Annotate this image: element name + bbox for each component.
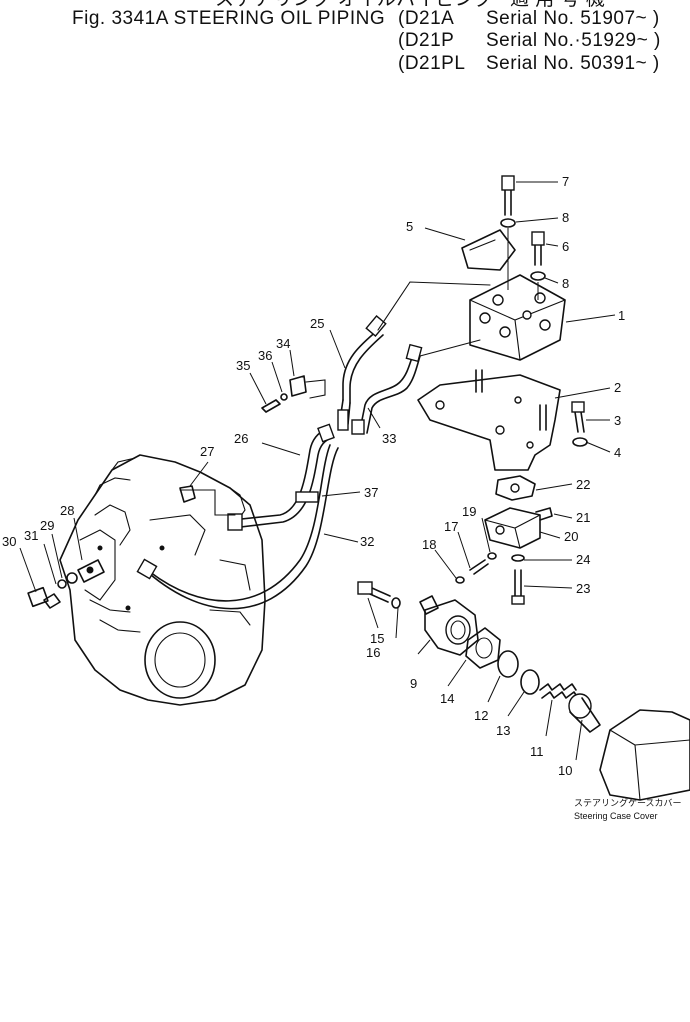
callout-32: 32	[360, 534, 374, 549]
callout-25: 25	[310, 316, 324, 331]
steering-valve	[461, 175, 566, 361]
model-1: (D21A	[398, 8, 454, 29]
callout-15: 15	[370, 631, 384, 646]
callout-9: 9	[410, 676, 417, 691]
callout-27: 27	[200, 444, 214, 459]
caption-en: Steering Case Cover	[574, 811, 658, 821]
callout-37: 37	[364, 485, 378, 500]
callout-leaders	[19, 181, 616, 761]
callout-numbers: 1 2 3 4 5 6 7 8 8 9 10 11 12 13 14 15 16…	[2, 174, 625, 778]
callout-1: 1	[618, 308, 625, 323]
model-2: (D21P	[398, 30, 454, 51]
callout-8b: 8	[562, 276, 569, 291]
callout-36: 36	[258, 348, 272, 363]
callout-29: 29	[40, 518, 54, 533]
callout-11: 11	[530, 744, 544, 759]
steering-case-cover-caption: ステアリングケースカバー Steering Case Cover	[574, 797, 682, 821]
callout-16: 16	[366, 645, 380, 660]
tubes	[337, 281, 491, 435]
callout-7: 7	[562, 174, 569, 189]
callout-5: 5	[406, 219, 413, 234]
callout-35: 35	[236, 358, 250, 373]
serial-1: Serial No. 51907~ )	[486, 8, 660, 29]
clamp-parts	[261, 375, 326, 413]
pump-assembly	[455, 507, 553, 605]
callout-28: 28	[60, 503, 74, 518]
serial-2: Serial No.·51929~ )	[486, 30, 661, 51]
callout-24: 24	[576, 552, 590, 567]
callout-31: 31	[24, 528, 38, 543]
callout-30: 30	[2, 534, 16, 549]
callout-8a: 8	[562, 210, 569, 225]
callout-34: 34	[276, 336, 290, 351]
hoses	[136, 423, 339, 610]
callout-18: 18	[422, 537, 436, 552]
figure-title: Fig. 3341A STEERING OIL PIPING	[72, 8, 385, 29]
model-3: (D21PL	[398, 53, 465, 74]
spring-and-cover	[539, 683, 690, 801]
caption-jp: ステアリングケースカバー	[574, 797, 682, 808]
callout-33: 33	[382, 431, 396, 446]
elbow-assembly	[357, 581, 540, 695]
callout-23: 23	[576, 581, 590, 596]
header-jp-applicable: 適 用 号 機	[510, 0, 605, 10]
callout-10: 10	[558, 763, 572, 778]
callout-22: 22	[576, 477, 590, 492]
callout-3: 3	[614, 413, 621, 428]
callout-13: 13	[496, 723, 510, 738]
callout-21: 21	[576, 510, 590, 525]
transmission-housing	[59, 454, 266, 706]
callout-2: 2	[614, 380, 621, 395]
mounting-plate	[417, 369, 588, 501]
callout-12: 12	[474, 708, 488, 723]
header: ステアリング オイルパイピング Fig. 3341A STEERING OIL …	[72, 0, 661, 74]
serial-3: Serial No. 50391~ )	[486, 53, 660, 74]
callout-19: 19	[462, 504, 476, 519]
header-jp-title: ステアリング オイルパイピング	[215, 0, 494, 10]
callout-17: 17	[444, 519, 458, 534]
callout-4: 4	[614, 445, 621, 460]
callout-26: 26	[234, 431, 248, 446]
callout-14: 14	[440, 691, 454, 706]
callout-6: 6	[562, 239, 569, 254]
callout-20: 20	[564, 529, 578, 544]
